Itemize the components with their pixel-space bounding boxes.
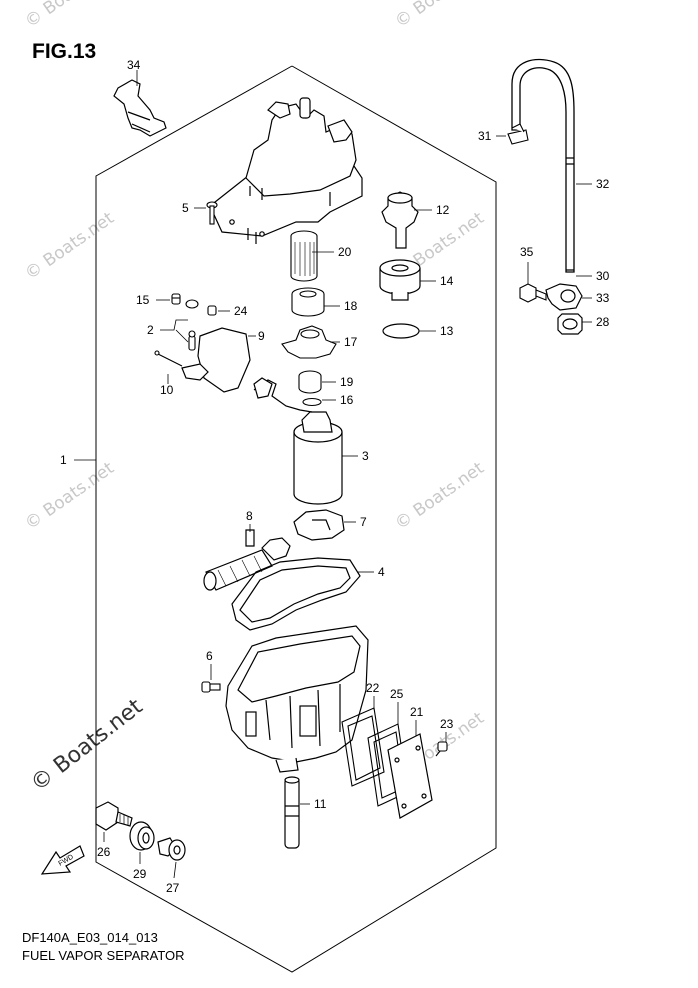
callout-15: 15 [136,293,150,307]
part-7-holder [293,509,345,541]
figure-name: FUEL VAPOR SEPARATOR [22,948,185,963]
part-35-bolt [519,283,547,303]
part-14-damper [379,259,421,301]
part-16-oring [302,397,322,407]
part-26-bolt [95,801,133,831]
callout-5: 5 [182,201,189,215]
callout-14: 14 [440,274,454,288]
assembly-outline [95,65,497,973]
callout-25: 25 [390,687,404,701]
part-9-cover [181,327,251,393]
callout-labels: 34 5 20 12 14 13 15 2 24 9 18 17 19 16 3… [60,58,610,895]
part-28-grommet [557,313,583,335]
part-6-screw [201,681,221,693]
part-21-cover [387,733,433,819]
part-18-seal [291,287,325,317]
callout-9: 9 [258,329,265,343]
part-13-oring [382,323,420,339]
separator-housing [225,625,369,773]
part-15-screw [171,293,181,305]
callout-17: 17 [344,335,358,349]
leader-lines [74,70,592,879]
figure-code: DF140A_E03_014_013 [22,930,158,945]
callout-23: 23 [440,717,454,731]
callout-24: 24 [234,304,248,318]
watermark-text: © Boats.net [391,0,488,32]
callout-16: 16 [340,393,354,407]
callout-19: 19 [340,375,354,389]
part-34-bracket [113,79,167,137]
part-12-regulator [381,191,419,249]
part-2-valve [185,299,199,351]
callout-7: 7 [360,515,367,529]
callout-2: 2 [147,323,154,337]
watermark-text: © Boats.net [391,458,488,534]
part-3-fuel-pump [253,377,343,505]
callout-27: 27 [166,881,180,895]
callout-21: 21 [410,705,424,719]
part-8-strainer [203,529,291,591]
callout-26: 26 [97,845,111,859]
callout-33: 33 [596,291,610,305]
part-24-screw [207,305,217,316]
part-4-gasket [231,557,361,631]
figure-title: FIG.13 [32,40,97,63]
part-27-collar [157,837,186,861]
callout-20: 20 [338,245,352,259]
part-32-hose [511,58,575,273]
part-29-grommet [129,821,155,851]
part-33-clamp [545,283,583,311]
callout-29: 29 [133,867,147,881]
fwd-arrow-icon: FWD [40,845,85,875]
callout-4: 4 [378,565,385,579]
part-23-screw [435,741,448,757]
part-17-bracket [281,325,337,359]
part-10-terminal [154,350,183,367]
part-5-screw [206,201,218,225]
callout-13: 13 [440,324,454,338]
part-31-clip [507,123,529,145]
part-20-filter [290,230,318,282]
callout-12: 12 [436,203,450,217]
top-cover-assembly [209,97,363,244]
callout-31: 31 [478,129,492,143]
part-11-pipe [284,776,300,849]
callout-1: 1 [60,453,67,467]
callout-28: 28 [596,315,610,329]
callout-3: 3 [362,449,369,463]
callout-34: 34 [127,58,141,72]
watermark-text: © Boats.net [21,0,118,32]
watermark-main: © Boats.net [26,694,147,797]
callout-18: 18 [344,299,358,313]
callout-6: 6 [206,649,213,663]
part-22-gasket [341,707,385,787]
callout-8: 8 [246,509,253,523]
callout-22: 22 [366,681,380,695]
callout-30: 30 [596,269,610,283]
callout-32: 32 [596,177,610,191]
part-19-seal [298,370,322,394]
callout-35: 35 [520,245,534,259]
callout-10: 10 [160,383,174,397]
callout-11: 11 [314,797,327,811]
watermark-text: © Boats.net [21,458,118,534]
watermark-text: © Boats.net [21,208,118,284]
